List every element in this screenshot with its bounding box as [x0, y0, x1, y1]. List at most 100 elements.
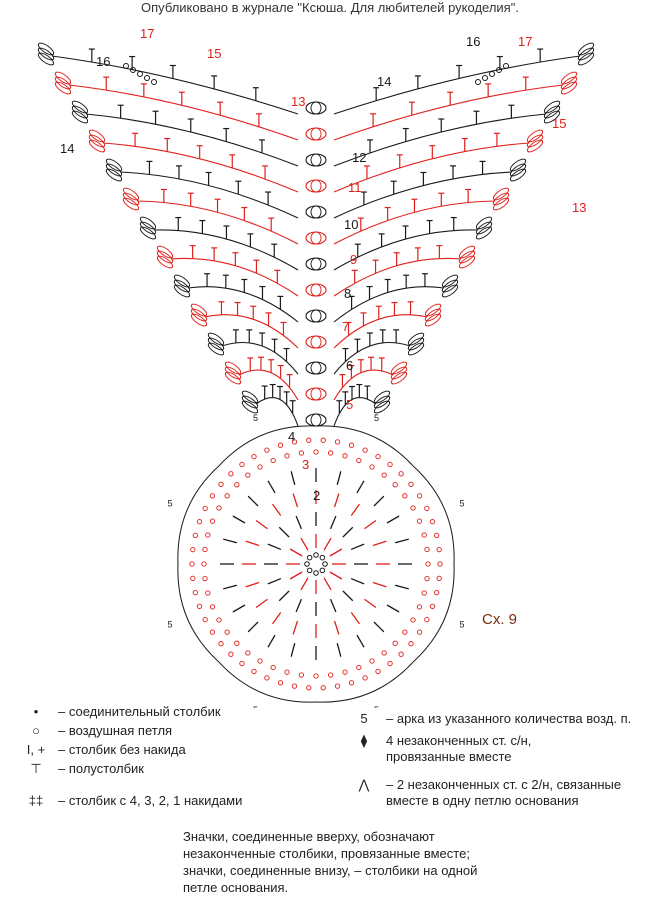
chain-stitch: [202, 617, 208, 623]
chain-stitch: [196, 603, 203, 610]
chain-stitch: [496, 67, 502, 73]
chain-stitch: [270, 664, 276, 671]
chain-stitch: [334, 439, 341, 445]
chain-stitch: [362, 447, 368, 453]
single-crochet-icon: I, +: [26, 742, 46, 757]
cluster-stitch: [139, 221, 157, 235]
chain-stitch: [421, 590, 427, 596]
cluster-stitch: [577, 47, 595, 61]
cluster-stitch: [509, 163, 527, 177]
chain-stitch: [369, 658, 375, 664]
row-number: 12: [352, 150, 366, 165]
row-number: 10: [344, 217, 358, 232]
cluster-4-icon: ⧫: [360, 733, 368, 748]
cluster-stitch: [156, 245, 174, 259]
chain-stitch: [319, 567, 326, 574]
crochet-diagram: 55555555 2345678910111213141516171314151…: [37, 26, 595, 708]
chain-stitch: [264, 447, 270, 453]
chain-stitch: [239, 461, 245, 468]
cluster-stitch: [310, 335, 322, 349]
chain-stitch: [327, 450, 334, 456]
chain-stitch: [123, 63, 129, 69]
chain-stitch: [437, 561, 443, 567]
chain-stitch: [291, 683, 298, 689]
row-number: 16: [466, 34, 480, 49]
stitch: [292, 620, 299, 635]
cluster-stitch: [37, 42, 55, 56]
stitch: [395, 538, 409, 544]
chain-stitch: [257, 658, 263, 664]
treble-multi-icon: ‡‡: [28, 793, 44, 808]
half-double-icon: ⊤: [30, 761, 42, 776]
row-arc: [333, 142, 530, 193]
stitch: [295, 515, 303, 530]
chain-arch: [218, 425, 317, 467]
chain-stitch: [334, 683, 341, 689]
cluster-stitch: [173, 274, 191, 288]
chain-stitch: [369, 464, 375, 470]
stitch: [336, 471, 342, 485]
chain-stitch: [503, 63, 509, 69]
chain-stitch: [209, 493, 216, 499]
cluster-stitch: [305, 361, 327, 375]
chain-stitch: [130, 67, 136, 73]
row-arc: [333, 397, 377, 427]
chain-stitch: [251, 453, 257, 460]
row-arc: [153, 229, 299, 271]
chain-stitch: [224, 629, 230, 635]
cluster-stitch: [224, 371, 242, 385]
cluster-stitch: [373, 390, 391, 404]
arch-count: 5: [459, 619, 464, 629]
stitch: [278, 590, 290, 602]
row-number: 15: [207, 46, 221, 61]
cluster-stitch: [310, 257, 322, 271]
chain-stitch: [416, 604, 423, 610]
cluster-stitch: [526, 134, 544, 148]
cluster-stitch: [560, 76, 578, 90]
chain-stitch: [306, 554, 313, 561]
cluster-stitch: [577, 42, 595, 56]
cluster-stitch: [241, 400, 259, 414]
chain-stitch: [362, 675, 368, 681]
chain-stitch: [277, 442, 284, 448]
cluster-stitch: [458, 245, 476, 259]
cluster-stitch: [88, 134, 106, 148]
chain-stitch: [202, 546, 208, 553]
stitch: [356, 480, 365, 494]
stitch: [386, 604, 400, 613]
legend-arch: 5– арка из указанного количества возд. п…: [342, 711, 631, 727]
chain-stitch: [348, 442, 355, 448]
stitch: [267, 577, 282, 585]
chain-stitch: [342, 669, 348, 675]
stitch: [364, 598, 377, 609]
cluster-stitch: [441, 284, 459, 298]
chain-stitch: [342, 453, 348, 459]
stitch: [336, 643, 342, 657]
arch-count: 5: [374, 705, 379, 708]
cluster-stitch: [88, 139, 106, 153]
row-arc: [102, 142, 299, 193]
cluster-stitch: [424, 308, 442, 322]
stitch: [350, 503, 361, 516]
chain-stitch: [209, 604, 216, 610]
chain-stitch: [202, 575, 208, 582]
stitch: [373, 495, 385, 507]
chain-stitch: [216, 505, 222, 511]
stitch: [290, 471, 296, 485]
chain-stitch: [434, 532, 440, 539]
chain-stitch: [209, 629, 216, 635]
cluster-stitch: [71, 110, 89, 124]
stitch: [232, 604, 246, 613]
stitch: [356, 634, 365, 648]
stitch: [323, 577, 332, 591]
chain-arch: [218, 661, 317, 703]
row-arc: [333, 369, 394, 401]
chain-stitch: [245, 472, 251, 478]
chain-stitch: [192, 532, 198, 539]
arch-icon: 5: [360, 711, 368, 726]
stitch: [342, 526, 354, 538]
cluster-stitch: [310, 153, 322, 167]
stitch: [386, 515, 400, 524]
chain-icon: ○: [32, 723, 40, 738]
